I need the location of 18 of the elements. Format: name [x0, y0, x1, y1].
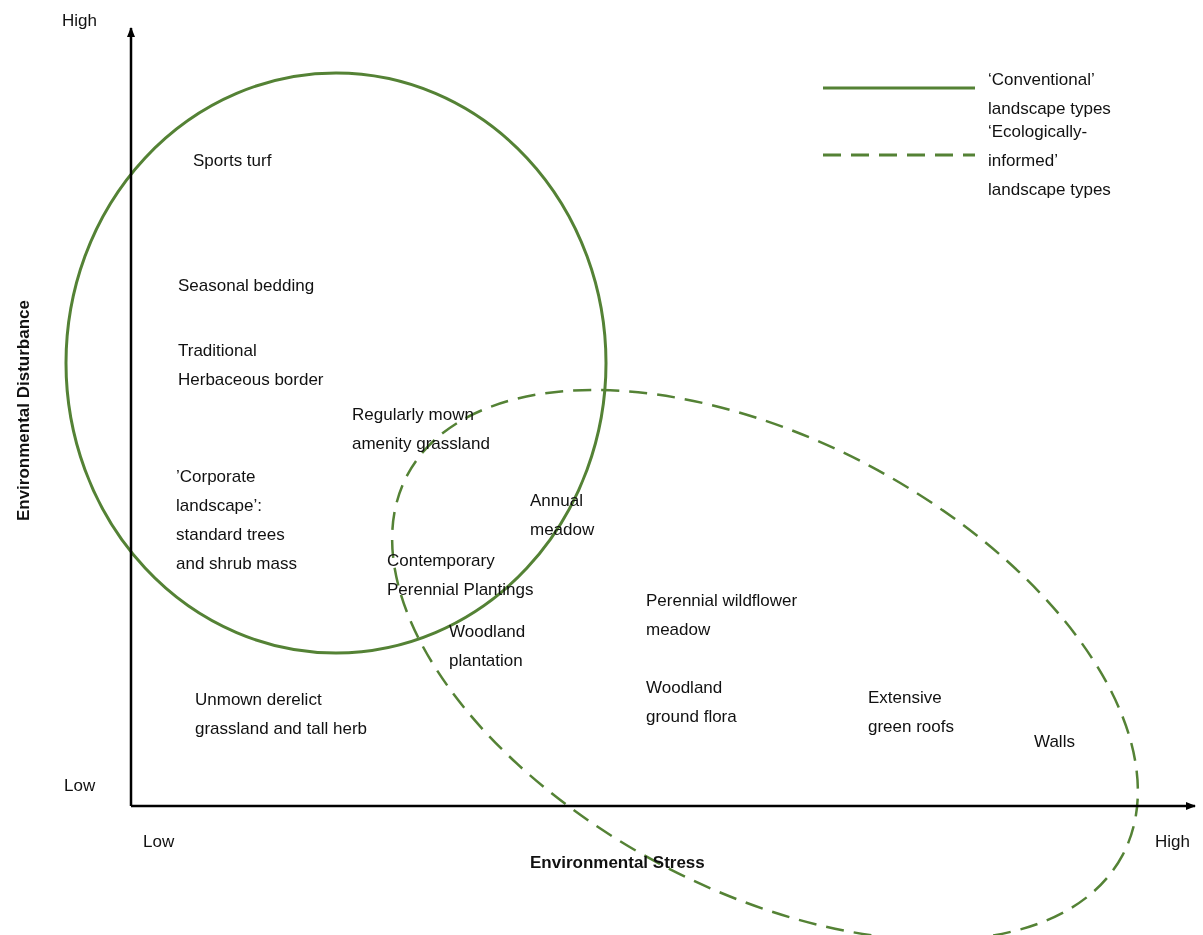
- data-label: ’Corporate landscape’: standard trees and shrub mass: [176, 466, 298, 575]
- legend-label: ‘Ecologically-informed’ landscape types: [988, 121, 1112, 201]
- axis-tick-label: High: [62, 10, 97, 32]
- data-label: Perennial wildflower meadow: [646, 590, 799, 641]
- data-label: Sports turf: [193, 150, 272, 172]
- axis-tick-label: Low: [143, 831, 175, 853]
- data-label: Seasonal bedding: [178, 275, 315, 297]
- data-label: Woodland ground flora: [646, 677, 738, 728]
- data-label: Extensive green roofs: [868, 687, 954, 738]
- axis-title: Environmental Disturbance: [13, 300, 34, 522]
- axis-tick-label: High: [1155, 831, 1190, 853]
- legend-label: ‘Conventional’ landscape types: [988, 69, 1112, 120]
- data-label: Woodland plantation: [449, 621, 527, 672]
- data-label: Walls: [1034, 731, 1075, 753]
- axis-title: Environmental Stress: [530, 852, 705, 874]
- axis-tick-label: Low: [64, 775, 96, 797]
- data-label: Traditional Herbaceous border: [178, 340, 325, 391]
- data-label: Unmown derelict grassland and tall herb: [195, 689, 368, 740]
